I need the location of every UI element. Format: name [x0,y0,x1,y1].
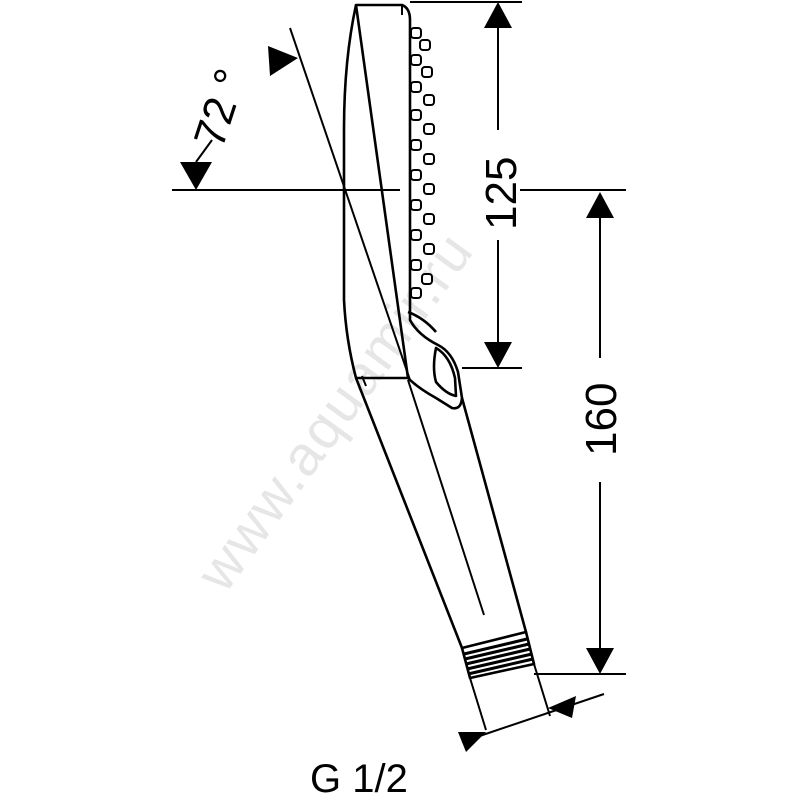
handle-tick [361,375,367,387]
handle-length-dimension: 160 [520,189,626,675]
nozzle [410,81,422,93]
head-length-dimension: 125 [410,1,526,369]
angle-leader [195,139,213,163]
nozzle [423,123,435,135]
nozzle [410,139,422,151]
nozzle [410,229,422,241]
ext-line-g-right [533,663,551,717]
nozzle [410,199,422,211]
angle-reference-line [289,27,411,381]
nozzle [419,39,431,51]
grip-recess [407,310,458,398]
nozzle [410,109,422,121]
nozzle [410,169,422,181]
watermark: www.aquamir.ru [183,220,485,603]
nozzle [421,66,433,78]
angle-dimension: 72 ° [172,27,411,381]
dim-line-g [461,693,605,743]
nozzle [423,213,435,225]
nozzle [421,273,433,285]
angle-arrow-top [268,46,298,76]
hand-shower [342,3,536,680]
angle-arrow-left [180,162,212,190]
arrow-160-top [586,192,614,218]
nozzle [423,153,435,165]
thread-lines [463,637,534,676]
shower-head-outline [354,3,464,410]
head-length-label: 125 [477,157,526,230]
arrow-g-left [458,732,486,752]
arrow-160-bottom [586,648,614,674]
handle-inner-line [407,379,485,616]
nozzle [423,183,435,195]
nozzle [410,54,422,66]
angle-label: 72 ° [185,63,256,153]
arrow-125-top [484,2,512,28]
arrow-g-right [548,696,576,718]
spray-nozzles [410,27,435,299]
nozzle [410,287,422,299]
handle-length-label: 160 [577,383,626,456]
connection-dimension: G 1/2 [310,663,605,800]
nozzle [423,243,435,255]
nozzle [410,27,422,39]
handle-outline [354,377,528,650]
shower-head-back [342,4,408,380]
ext-line-g-left [469,677,487,731]
connection-label: G 1/2 [310,757,408,800]
arrow-125-bottom [484,342,512,368]
nozzle [423,94,435,106]
nozzle [410,259,422,271]
